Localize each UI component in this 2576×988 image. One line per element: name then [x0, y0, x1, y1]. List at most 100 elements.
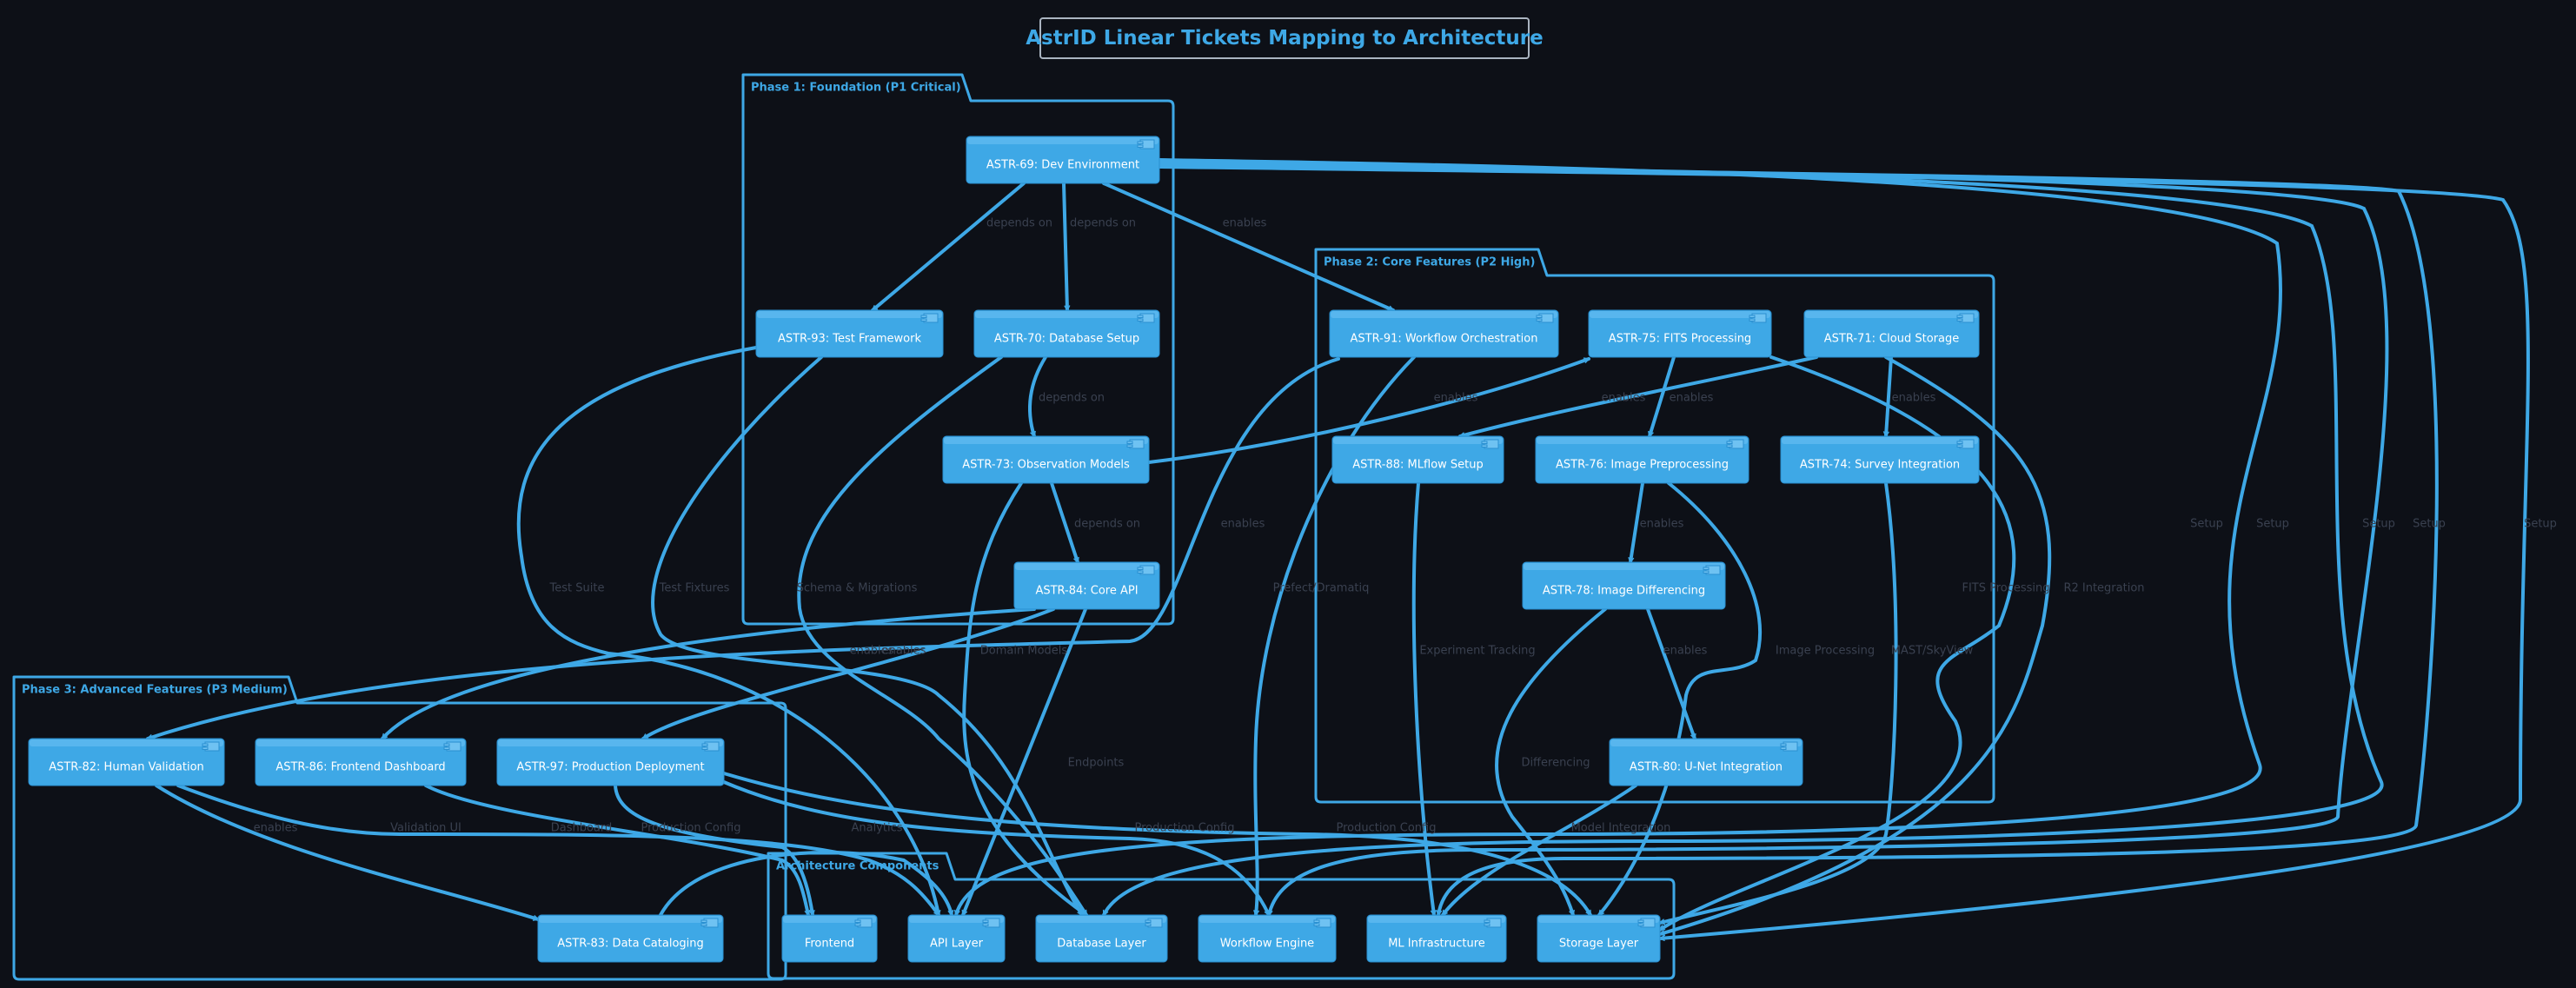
node-box [973, 309, 1160, 358]
node-box [496, 738, 725, 786]
edge-a69-to-a91 [1102, 182, 1395, 312]
node-a84[interactable]: ASTR-84: Core API [1013, 561, 1160, 610]
node-label: ASTR-71: Cloud Storage [1824, 333, 1959, 346]
node-highlight [944, 437, 1148, 444]
node-label: ASTR-86: Frontend Dashboard [276, 761, 445, 774]
node-highlight [1331, 311, 1557, 318]
node-label: Workflow Engine [1220, 938, 1314, 951]
node-a88[interactable]: ASTR-88: MLflow Setup [1331, 435, 1504, 484]
node-a69[interactable]: ASTR-69: Dev Environment [966, 136, 1160, 184]
node-highlight [1590, 311, 1770, 318]
diagram-title-text: AstrID Linear Tickets Mapping to Archite… [1026, 27, 1543, 50]
edge-a71-to-a88 [1457, 355, 1818, 439]
edge-a69-to-st [1158, 165, 2530, 942]
component-icon [1145, 918, 1163, 928]
node-a97[interactable]: ASTR-97: Production Deployment [496, 738, 725, 786]
edge-a97-to-st [722, 772, 1592, 917]
edge-a84-to-a97 [641, 607, 1055, 740]
edge-a74-to-st [1657, 481, 1898, 925]
node-a75[interactable]: ASTR-75: FITS Processing [1588, 309, 1772, 358]
package-label: Phase 1: Foundation (P1 Critical) [751, 82, 961, 95]
node-label: Frontend [805, 938, 854, 951]
node-box [1537, 914, 1661, 963]
node-label: ASTR-80: U-Net Integration [1630, 761, 1783, 774]
edge-a76-to-a78 [1628, 481, 1644, 565]
node-a78[interactable]: ASTR-78: Image Differencing [1522, 561, 1726, 610]
edge-label: Setup [2524, 518, 2557, 531]
component-icon [1137, 313, 1155, 323]
edge-label: enables [1221, 518, 1265, 531]
edge-a88-to-ml [1411, 481, 1437, 918]
edge-label: enables [1663, 645, 1708, 658]
diagram-title: AstrID Linear Tickets Mapping to Archite… [1026, 17, 1544, 59]
edge-label: FITS Processing [1962, 582, 2049, 595]
edge-label: enables [1640, 518, 1684, 531]
component-icon [1956, 439, 1975, 449]
component-icon [1780, 741, 1798, 752]
node-label: ASTR-91: Workflow Orchestration [1351, 333, 1538, 346]
edge-a73-to-a84 [1050, 481, 1079, 564]
edge-a76-to-st [1597, 481, 1763, 917]
edge-a73-to-a75 [1147, 357, 1590, 464]
node-st[interactable]: Storage Layer [1537, 914, 1661, 963]
node-highlight [1537, 437, 1748, 444]
node-ml[interactable]: ML Infrastructure [1366, 914, 1507, 963]
node-label: ASTR-83: Data Cataloging [557, 938, 704, 951]
edge-label: Setup [2190, 518, 2223, 531]
component-icon [701, 741, 720, 752]
node-a70[interactable]: ASTR-70: Database Setup [973, 309, 1160, 358]
package-frame [12, 675, 787, 981]
node-a76[interactable]: ASTR-76: Image Preprocessing [1535, 435, 1749, 484]
node-a74[interactable]: ASTR-74: Survey Integration [1780, 435, 1980, 484]
node-a82[interactable]: ASTR-82: Human Validation [28, 738, 225, 786]
node-highlight [1015, 563, 1159, 570]
edge-a83-to-api [659, 851, 954, 918]
node-wf[interactable]: Workflow Engine [1198, 914, 1337, 963]
node-a80[interactable]: ASTR-80: U-Net Integration [1609, 738, 1803, 786]
node-fe[interactable]: Frontend [781, 914, 878, 963]
node-box [1198, 914, 1337, 963]
node-label: ASTR-88: MLflow Setup [1352, 459, 1484, 472]
node-highlight [783, 916, 876, 923]
node-a71[interactable]: ASTR-71: Cloud Storage [1803, 309, 1980, 358]
node-highlight [1538, 916, 1659, 923]
edge-a82-to-api [176, 784, 940, 917]
node-api[interactable]: API Layer [907, 914, 1006, 963]
edge-a86-to-fe [424, 784, 811, 918]
node-a86[interactable]: ASTR-86: Frontend Dashboard [255, 738, 467, 786]
edge-a91-to-a82 [146, 357, 1340, 740]
edge-label: enables [1223, 217, 1267, 230]
node-highlight [256, 739, 465, 746]
edge-label: enables [1670, 392, 1714, 405]
component-icon [1726, 439, 1744, 449]
node-box [1535, 435, 1749, 484]
edge-label: Validation UI [390, 822, 461, 835]
node-box [1522, 561, 1726, 610]
node-highlight [1368, 916, 1505, 923]
node-a83[interactable]: ASTR-83: Data Cataloging [537, 914, 724, 963]
edge-label: Image Processing [1776, 645, 1875, 658]
node-a91[interactable]: ASTR-91: Workflow Orchestration [1329, 309, 1559, 358]
edge-a69-to-ml [1158, 163, 2439, 918]
node-a73[interactable]: ASTR-73: Observation Models [942, 435, 1150, 484]
node-highlight [1199, 916, 1335, 923]
node-label: ASTR-82: Human Validation [49, 761, 204, 774]
edge-label: enables [882, 645, 926, 658]
edge-a82-to-a83 [155, 784, 540, 921]
edge-a73-to-db [962, 481, 1088, 917]
node-box [907, 914, 1006, 963]
node-highlight [1524, 563, 1724, 570]
node-db[interactable]: Database Layer [1035, 914, 1168, 963]
package-p3: Phase 3: Advanced Features (P3 Medium) [12, 675, 787, 981]
node-highlight [1610, 739, 1802, 746]
component-icon [920, 313, 939, 323]
edge-label: enables [1602, 392, 1646, 405]
edge-label: Schema & Migrations [797, 582, 918, 595]
edge-a93-to-api [516, 346, 941, 918]
node-box [28, 738, 225, 786]
edge-a84-to-a86 [381, 607, 1036, 740]
edge-a93-to-db [651, 355, 1084, 917]
node-box [1013, 561, 1160, 610]
node-box [781, 914, 878, 963]
node-a93[interactable]: ASTR-93: Test Framework [755, 309, 944, 358]
